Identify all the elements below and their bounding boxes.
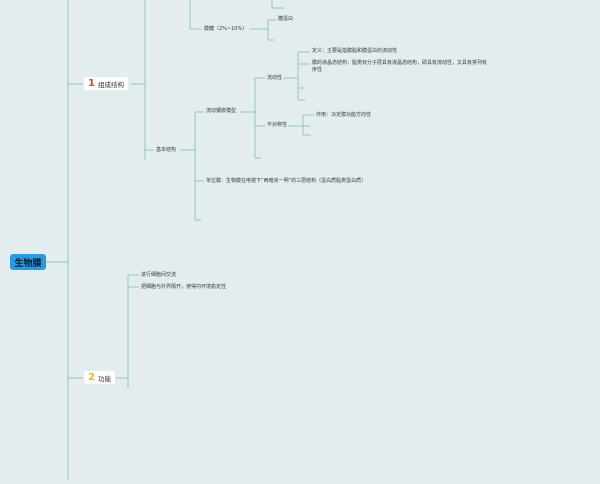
unit-membrane-node[interactable]: 单位膜：生物膜在电镜下“两暗夹一明”的三层结构（蛋白质脂类蛋白质） xyxy=(206,178,367,184)
function-item-1[interactable]: 进行细胞间交流 xyxy=(141,272,177,278)
glycoprotein-node[interactable]: 糖蛋白 xyxy=(278,16,294,22)
fluidity-node[interactable]: 流动性 xyxy=(267,75,283,81)
branch-node-structure[interactable]: 1 组成结构 xyxy=(84,77,128,90)
branch-label-function: 功能 xyxy=(97,374,111,383)
asymmetry-node[interactable]: 不对称性 xyxy=(267,122,288,128)
branch-number-2: 2 xyxy=(88,372,95,383)
branch-node-function[interactable]: 2 功能 xyxy=(84,371,115,384)
thin-membrane-node[interactable]: 膜糖（2%~10%） xyxy=(204,26,248,32)
basic-structure-node[interactable]: 基本结构 xyxy=(156,147,177,153)
root-node[interactable]: 生物膜 xyxy=(10,254,46,270)
function-item-2[interactable]: 把细胞与外界隔开，使得内环境稳定性 xyxy=(141,284,227,290)
fluidity-liquid-crystal-cont: 序性 xyxy=(312,67,323,73)
branch-label-structure: 组成结构 xyxy=(97,80,124,89)
fluidity-definition[interactable]: 定义：主要是指膜脂和膜蛋白的流动性 xyxy=(312,48,398,54)
branch-number-1: 1 xyxy=(88,78,95,89)
glyco-top xyxy=(271,0,284,9)
fluidity-liquid-crystal[interactable]: 膜的液晶态结构：脂类双分子层具有液晶态结构，即具有流动性，又具有排列有 xyxy=(312,60,488,66)
asymmetry-function[interactable]: 作用：决定膜功能方向性 xyxy=(316,112,372,118)
fluid-mosaic-node[interactable]: 流动镶嵌模型 xyxy=(206,108,237,114)
